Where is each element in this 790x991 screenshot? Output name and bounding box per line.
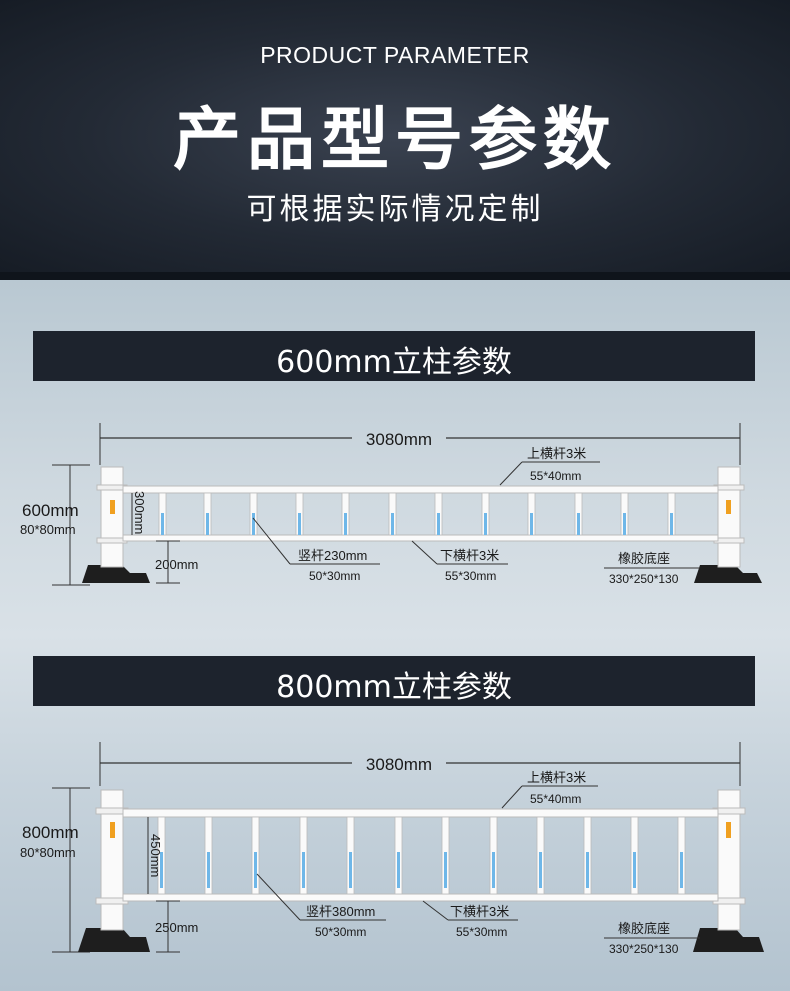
dimension-post-height: 800mm 80*80mm xyxy=(20,787,90,953)
base-size: 330*250*130 xyxy=(609,572,679,586)
bar-highlight xyxy=(530,513,533,535)
top-rail-size: 55*40mm xyxy=(530,469,581,483)
vertical-bars xyxy=(157,816,686,895)
rubber-base-right xyxy=(694,565,762,583)
header-title-en: PRODUCT PARAMETER xyxy=(260,42,530,68)
post-right xyxy=(713,466,745,568)
bar-highlight xyxy=(539,852,542,888)
bar-highlight xyxy=(207,852,210,888)
callout-vertical-bar: 竖杆380mm 50*30mm xyxy=(256,873,386,939)
bottom-rail-size: 55*30mm xyxy=(456,925,507,939)
bar-highlight xyxy=(391,513,394,535)
bar-highlight xyxy=(397,852,400,888)
bar-highlight xyxy=(298,513,301,535)
header-subtitle: 可根据实际情况定制 xyxy=(246,192,544,227)
bar-highlight xyxy=(680,852,683,888)
header-title-cn: 产品型号参数 xyxy=(172,101,617,180)
bar-highlight xyxy=(623,513,626,535)
bar-highlight xyxy=(484,513,487,535)
bar-highlight xyxy=(254,852,257,888)
total-length-label: 3080mm xyxy=(366,430,432,449)
top-rail-label: 上横杆3米 xyxy=(527,770,586,785)
vertical-bar-label: 竖杆230mm xyxy=(298,548,367,563)
header-section: PRODUCT PARAMETER 产品型号参数 可根据实际情况定制 xyxy=(0,0,790,272)
bar-highlight xyxy=(633,852,636,888)
post-height-label: 800mm xyxy=(22,823,79,842)
section-title-600: 600mm立柱参数 xyxy=(276,345,512,380)
dimension-post-height: 600mm 80*80mm xyxy=(20,464,90,586)
section-banner-600: 600mm立柱参数 xyxy=(33,331,755,381)
callout-top-rail: 上横杆3米 55*40mm xyxy=(499,446,600,486)
callout-bottom-rail: 下横杆3米 55*30mm xyxy=(411,540,508,583)
ground-clearance-label: 250mm xyxy=(155,920,198,935)
header-divider xyxy=(0,272,790,280)
bar-highlight xyxy=(444,852,447,888)
bar-highlight xyxy=(160,852,163,888)
callout-bottom-rail: 下横杆3米 55*30mm xyxy=(422,900,518,939)
dimension-total-length: 3080mm xyxy=(99,423,741,465)
bottom-rail-label: 下横杆3米 xyxy=(440,548,499,563)
top-rail-label: 上横杆3米 xyxy=(527,446,586,461)
vertical-bar-size: 50*30mm xyxy=(315,925,366,939)
fence-diagram-800: 3080mm 800mm 80*80mm 450mm xyxy=(20,742,764,956)
fence-diagram-600: 3080mm 600mm 80*80mm xyxy=(20,423,762,586)
vertical-bar-size: 50*30mm xyxy=(309,569,360,583)
bar-highlight xyxy=(586,852,589,888)
base-label: 橡胶底座 xyxy=(618,551,670,566)
dimension-ground-clearance: 250mm xyxy=(155,900,198,953)
ground-clearance-label: 200mm xyxy=(155,557,198,572)
bar-highlight xyxy=(437,513,440,535)
post-size-label: 80*80mm xyxy=(20,845,76,860)
dimension-total-length: 3080mm xyxy=(99,742,741,786)
top-rail xyxy=(122,808,719,818)
rubber-base-right xyxy=(693,928,764,952)
bar-highlight xyxy=(492,852,495,888)
callout-base: 橡胶底座 330*250*130 xyxy=(604,921,700,956)
bar-highlight xyxy=(161,513,164,535)
fence-height-label: 300mm xyxy=(132,491,147,534)
rubber-base-left xyxy=(82,565,150,583)
bar-highlight xyxy=(344,513,347,535)
bottom-rail xyxy=(122,893,719,902)
post-size-label: 80*80mm xyxy=(20,522,76,537)
fence-height-label: 450mm xyxy=(148,834,163,877)
post-height-label: 600mm xyxy=(22,501,79,520)
callout-vertical-bar: 竖杆230mm 50*30mm xyxy=(252,517,380,583)
bar-highlight xyxy=(670,513,673,535)
bottom-rail-label: 下横杆3米 xyxy=(450,904,509,919)
section-title-800: 800mm立柱参数 xyxy=(276,670,512,705)
vertical-bar-label: 竖杆380mm xyxy=(306,904,375,919)
base-label: 橡胶底座 xyxy=(618,921,670,936)
rubber-base-left xyxy=(78,928,150,952)
dimension-ground-clearance: 200mm xyxy=(155,540,198,584)
bar-highlight xyxy=(349,852,352,888)
top-rail-size: 55*40mm xyxy=(530,792,581,806)
callout-top-rail: 上横杆3米 55*40mm xyxy=(501,770,598,809)
section-banner-800: 800mm立柱参数 xyxy=(33,656,755,706)
bar-highlight xyxy=(252,513,255,535)
vertical-bars xyxy=(158,492,676,536)
top-rail xyxy=(122,485,719,494)
bar-highlight xyxy=(302,852,305,888)
post-right xyxy=(712,789,746,931)
bottom-rail-size: 55*30mm xyxy=(445,569,496,583)
bottom-rail xyxy=(122,534,719,542)
bar-highlight xyxy=(577,513,580,535)
base-size: 330*250*130 xyxy=(609,942,679,956)
post-left xyxy=(96,466,128,568)
bar-highlight xyxy=(206,513,209,535)
total-length-label: 3080mm xyxy=(366,755,432,774)
callout-base: 橡胶底座 330*250*130 xyxy=(604,551,700,586)
post-left xyxy=(95,789,129,931)
